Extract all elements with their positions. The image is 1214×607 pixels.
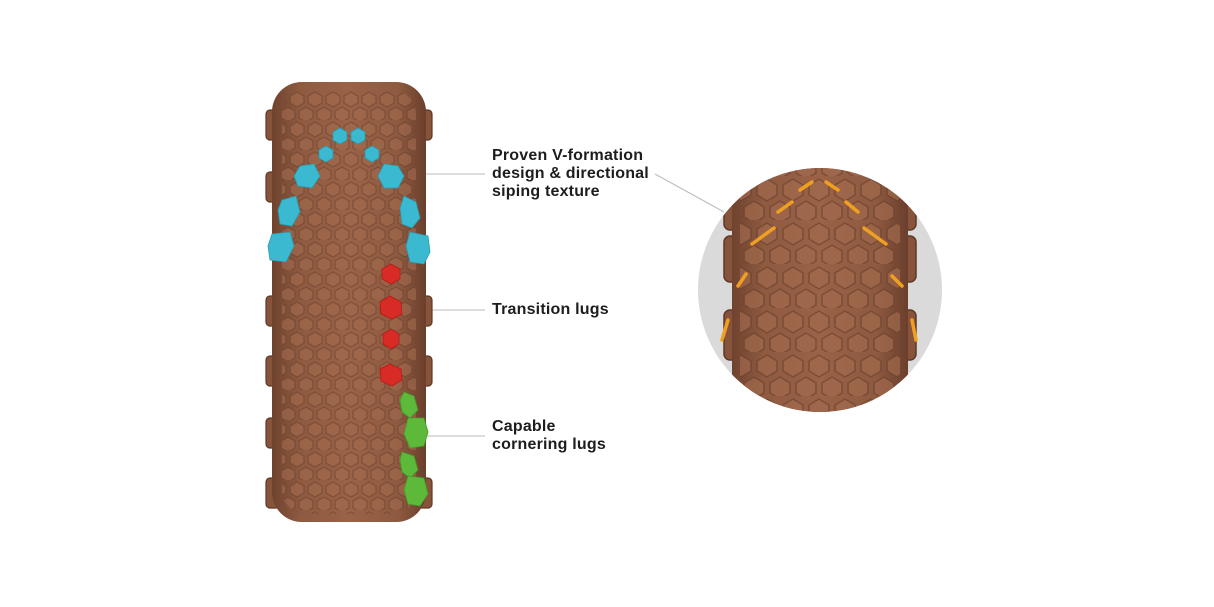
transition-lugs (379, 263, 403, 387)
callout-transition-lugs: Transition lugs (492, 301, 609, 319)
callout-transition-line1: Transition lugs (492, 301, 609, 318)
callout-v-formation-line2: design & directional (492, 165, 649, 182)
callout-v-formation-line1: Proven V-formation (492, 147, 644, 164)
callout-cornering-lugs: Capable cornering lugs (492, 418, 606, 454)
v-formation-lugs (267, 127, 431, 265)
cornering-lugs (399, 391, 429, 507)
tire-illustration (265, 82, 433, 522)
leader-line-zoom (654, 173, 725, 213)
siping-highlights (720, 180, 918, 342)
zoom-detail (698, 168, 942, 412)
callout-v-formation-line3: siping texture (492, 183, 600, 200)
callout-v-formation: Proven V-formation design & directional … (492, 147, 649, 201)
callout-cornering-line2: cornering lugs (492, 436, 606, 453)
callout-cornering-line1: Capable (492, 418, 556, 435)
